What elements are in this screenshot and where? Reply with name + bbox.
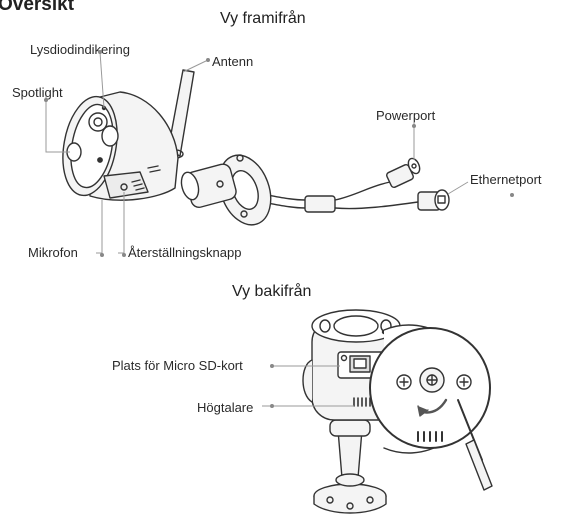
front-mount bbox=[179, 148, 280, 232]
back-mount-base bbox=[314, 420, 386, 513]
zoom-detail bbox=[370, 325, 492, 490]
power-connector bbox=[386, 157, 422, 189]
front-camera-body bbox=[56, 92, 178, 200]
ethernet-connector bbox=[418, 190, 449, 210]
